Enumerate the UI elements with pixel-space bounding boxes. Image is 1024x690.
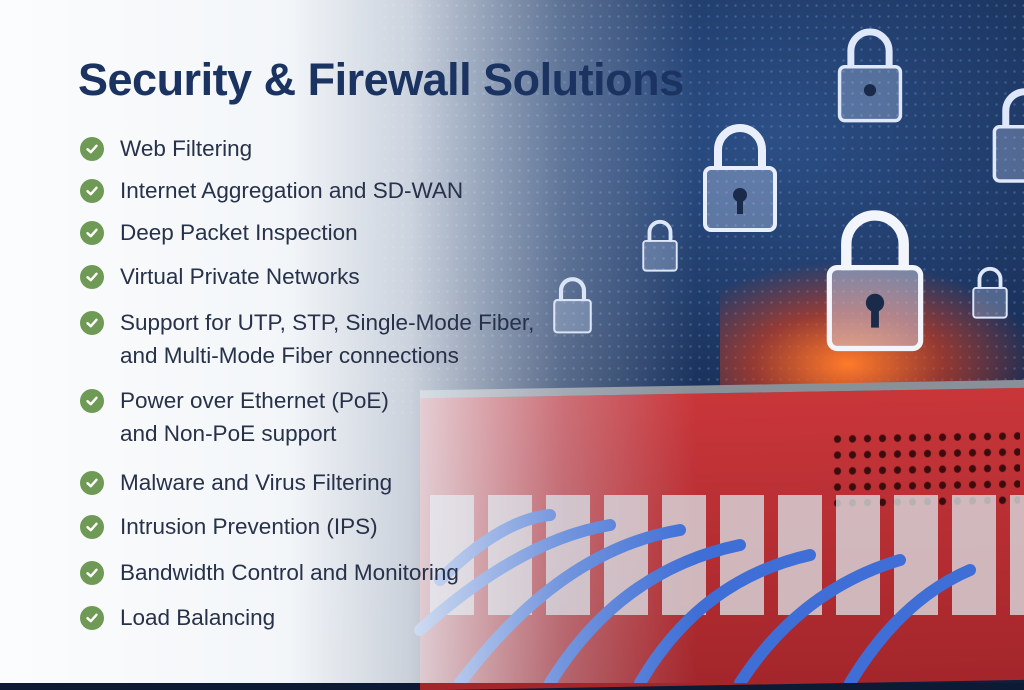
feature-line: Support for UTP, STP, Single-Mode Fiber, bbox=[120, 310, 535, 335]
feature-text: Web Filtering bbox=[120, 132, 252, 165]
check-circle-icon bbox=[80, 389, 104, 413]
feature-item: Power over Ethernet (PoE) and Non-PoE sup… bbox=[80, 388, 389, 450]
feature-line: and Multi-Mode Fiber connections bbox=[120, 343, 459, 368]
check-circle-icon bbox=[80, 606, 104, 630]
feature-item: Virtual Private Networks bbox=[80, 264, 360, 293]
feature-text: Internet Aggregation and SD-WAN bbox=[120, 174, 463, 207]
feature-line: Web Filtering bbox=[120, 136, 253, 161]
check-circle-icon bbox=[80, 179, 104, 203]
feature-text: Virtual Private Networks bbox=[120, 260, 360, 293]
feature-text: Power over Ethernet (PoE) and Non-PoE sup… bbox=[120, 384, 389, 450]
check-circle-icon bbox=[80, 311, 104, 335]
feature-line: Deep Packet Inspection bbox=[120, 220, 358, 245]
check-circle-icon bbox=[80, 265, 104, 289]
check-circle-icon bbox=[80, 561, 104, 585]
feature-text: Deep Packet Inspection bbox=[120, 216, 358, 249]
feature-text: Support for UTP, STP, Single-Mode Fiber,… bbox=[120, 306, 534, 372]
feature-line: Intrusion Prevention (IPS) bbox=[120, 514, 378, 539]
feature-text: Malware and Virus Filtering bbox=[120, 466, 392, 499]
feature-line: and Non-PoE support bbox=[120, 421, 337, 446]
feature-item: Deep Packet Inspection bbox=[80, 220, 358, 249]
check-circle-icon bbox=[80, 137, 104, 161]
check-circle-icon bbox=[80, 471, 104, 495]
feature-line: Load Balancing bbox=[120, 605, 276, 630]
page-title: Security & Firewall Solutions bbox=[78, 54, 684, 105]
feature-item: Bandwidth Control and Monitoring bbox=[80, 560, 459, 589]
feature-text: Bandwidth Control and Monitoring bbox=[120, 556, 459, 589]
feature-line: Bandwidth Control and Monitoring bbox=[120, 560, 459, 585]
feature-line: Virtual Private Networks bbox=[120, 264, 360, 289]
feature-item: Malware and Virus Filtering bbox=[80, 470, 392, 499]
check-circle-icon bbox=[80, 221, 104, 245]
check-circle-icon bbox=[80, 515, 104, 539]
feature-text: Intrusion Prevention (IPS) bbox=[120, 510, 378, 543]
feature-item: Support for UTP, STP, Single-Mode Fiber,… bbox=[80, 310, 534, 372]
feature-line: Power over Ethernet (PoE) bbox=[120, 388, 389, 413]
feature-text: Load Balancing bbox=[120, 601, 275, 634]
feature-item: Web Filtering bbox=[80, 136, 252, 165]
feature-line: Internet Aggregation and SD-WAN bbox=[120, 178, 464, 203]
feature-item: Load Balancing bbox=[80, 605, 275, 634]
feature-item: Internet Aggregation and SD-WAN bbox=[80, 178, 463, 207]
feature-item: Intrusion Prevention (IPS) bbox=[80, 514, 378, 543]
feature-line: Malware and Virus Filtering bbox=[120, 470, 393, 495]
